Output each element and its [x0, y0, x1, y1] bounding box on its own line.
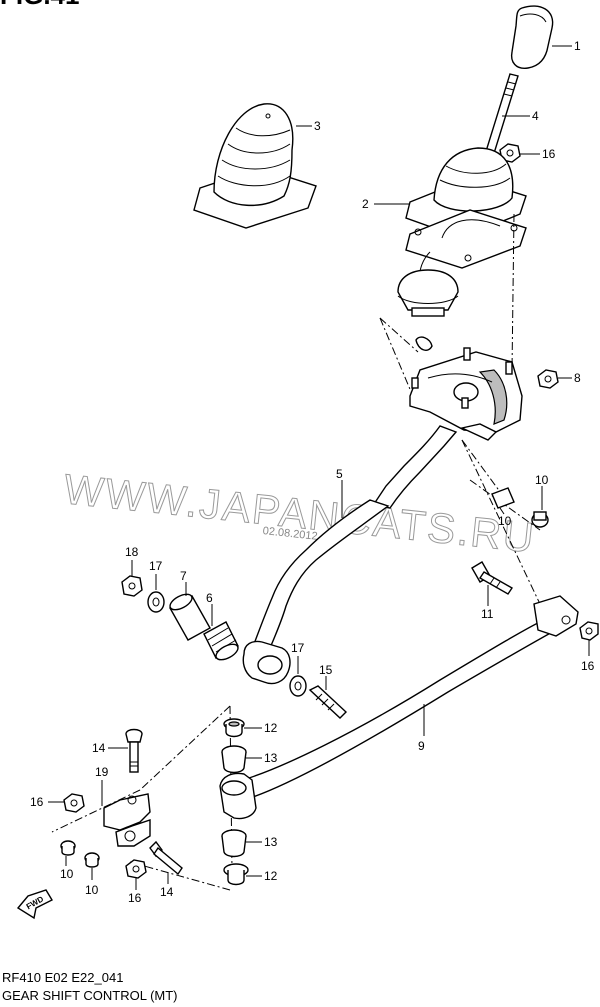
bushing-6	[203, 621, 239, 661]
callout-7: 7	[180, 569, 187, 583]
watermark-date: 02.08.2012	[262, 525, 318, 543]
callout-11: 11	[481, 607, 494, 621]
figure-title: FIG.41	[0, 0, 79, 11]
bushing-12-lower	[223, 863, 249, 886]
callout-13b: 13	[264, 835, 278, 849]
rubber-boot	[193, 103, 317, 229]
callout-17b: 17	[291, 641, 305, 655]
washer-17-left	[147, 591, 165, 613]
callout-12b: 12	[264, 869, 278, 883]
nut-left	[63, 793, 85, 813]
bushing-upper-right	[491, 487, 549, 528]
diagram-code: RF410 E02 E22_041	[2, 970, 124, 985]
callout-16b: 16	[581, 659, 595, 673]
callout-5: 5	[336, 467, 343, 481]
callout-16d: 16	[128, 891, 142, 905]
nut-bottom	[125, 859, 147, 879]
bushing-lower-left	[60, 840, 100, 868]
callout-9: 9	[418, 739, 425, 753]
callout-14a: 14	[92, 741, 106, 755]
callout-1: 1	[574, 39, 581, 53]
callout-2: 2	[362, 197, 369, 211]
bushing-12-upper	[223, 718, 245, 738]
callout-13a: 13	[264, 751, 278, 765]
bolt-15	[308, 685, 348, 719]
diagram-title: GEAR SHIFT CONTROL (MT)	[2, 988, 178, 1003]
callout-8: 8	[574, 371, 581, 385]
nut-18	[121, 575, 143, 597]
washer-17-mid	[289, 675, 307, 697]
callout-16a: 16	[542, 147, 556, 161]
shift-control-rod	[242, 425, 458, 685]
callout-18: 18	[125, 545, 139, 559]
callout-4: 4	[532, 109, 539, 123]
sleeve-7	[169, 593, 211, 641]
shift-knob	[510, 5, 554, 69]
callout-15: 15	[319, 663, 333, 677]
callout-12a: 12	[264, 721, 278, 735]
bolt-14-lower	[149, 840, 183, 876]
callout-6: 6	[206, 591, 213, 605]
bolt-14-upper	[125, 728, 143, 773]
callout-10b: 10	[498, 514, 512, 528]
callout-14b: 14	[160, 885, 174, 899]
lever-boot-assembly	[405, 147, 527, 269]
nut-housing	[537, 369, 559, 389]
forward-direction-arrow: FWD	[16, 889, 53, 920]
callout-10d: 10	[85, 883, 99, 897]
nut-right	[579, 621, 599, 641]
callout-19: 19	[95, 765, 109, 779]
callout-17a: 17	[149, 559, 163, 573]
shift-lever-housing	[409, 336, 523, 441]
bushing-13-upper	[221, 745, 247, 774]
bracket-19	[103, 793, 151, 847]
callout-3: 3	[314, 119, 321, 133]
callout-10c: 10	[60, 867, 74, 881]
callout-10a: 10	[535, 473, 549, 487]
extension-rod	[219, 595, 579, 820]
callout-16c: 16	[30, 795, 44, 809]
bolt-11	[471, 561, 513, 595]
bushing-13-lower	[221, 829, 247, 858]
lever-ball-seat	[397, 251, 459, 317]
